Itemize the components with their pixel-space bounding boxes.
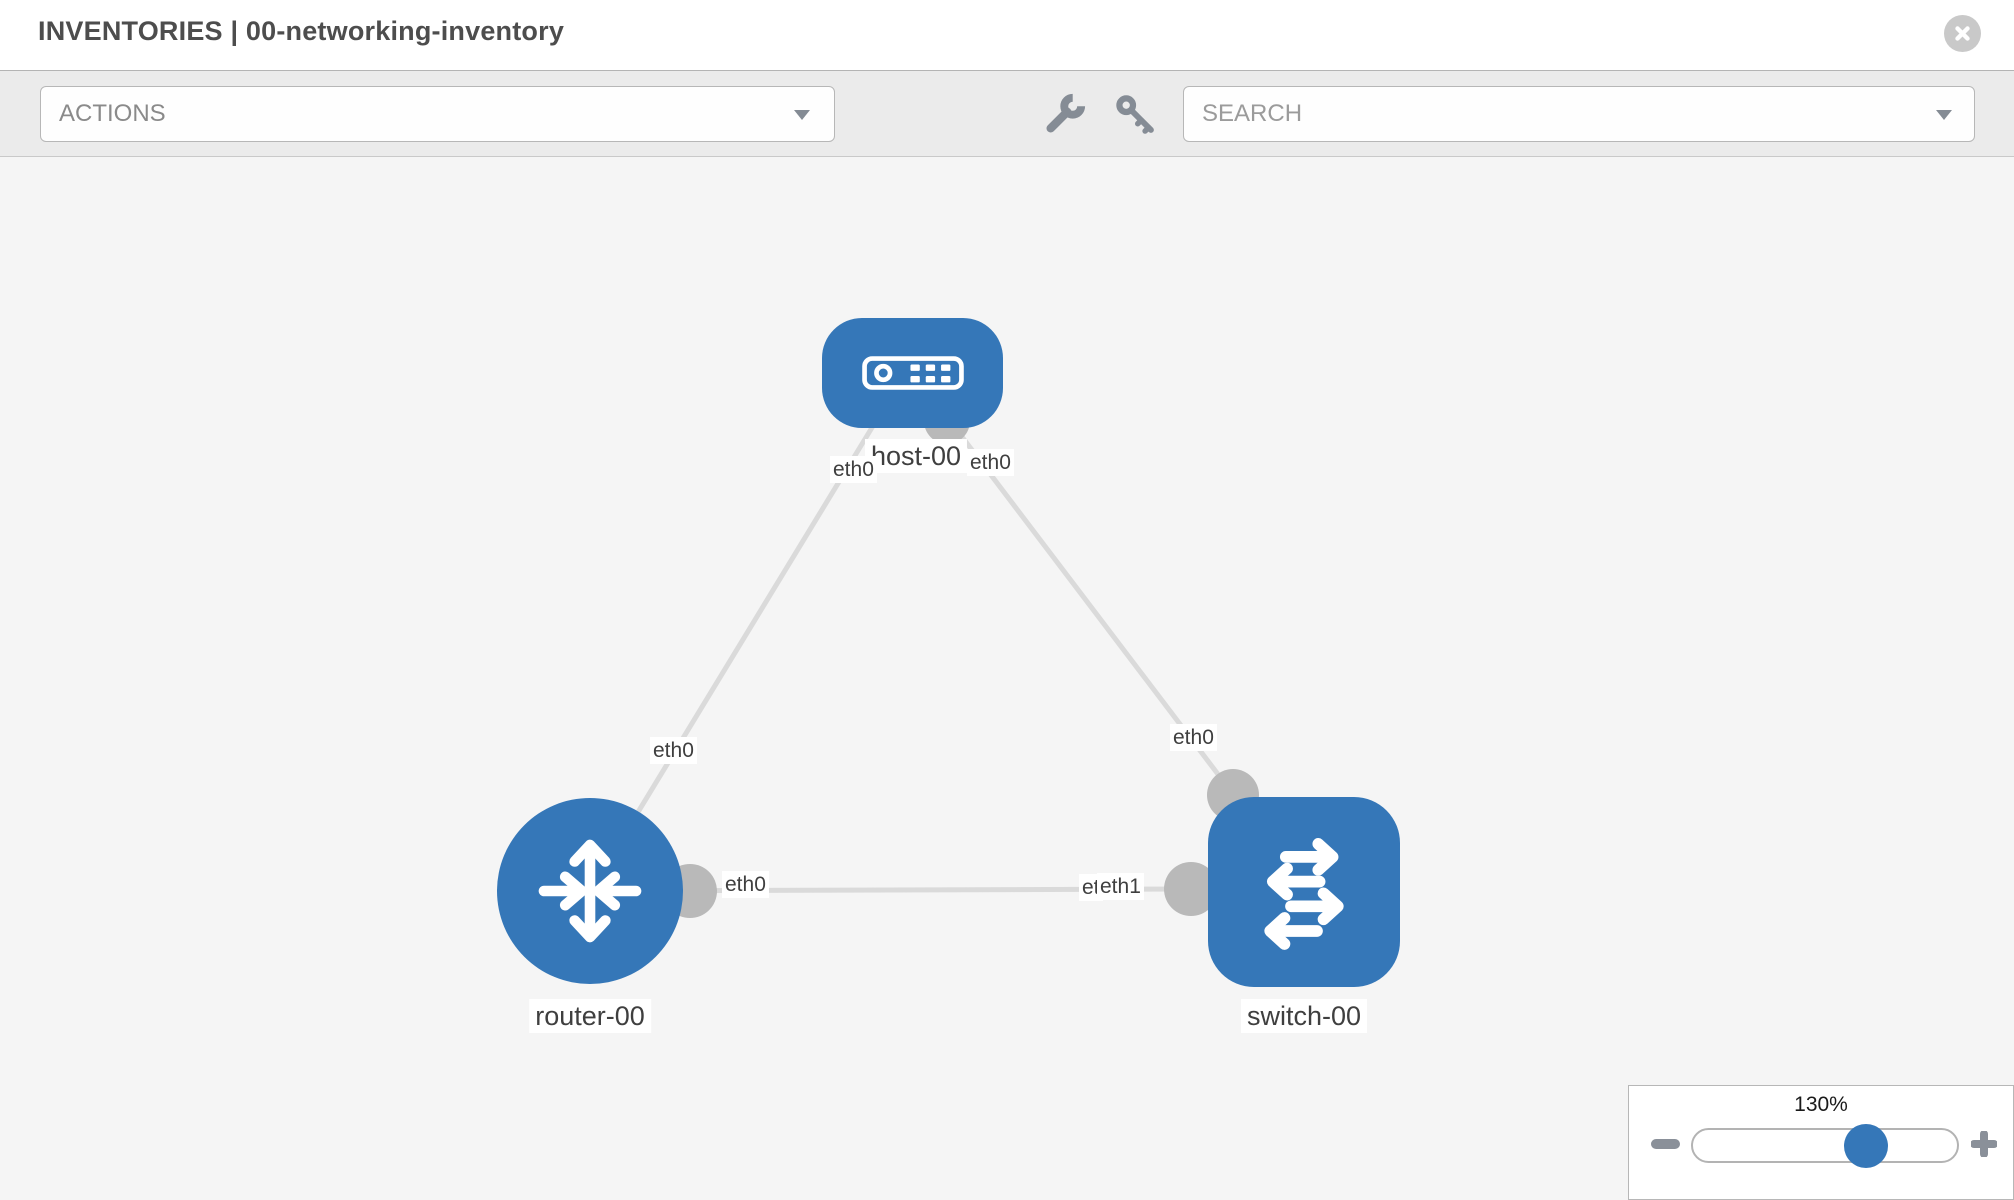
close-icon	[1955, 26, 1970, 41]
switch-icon	[1264, 838, 1344, 950]
iface-label-clipped: et	[1079, 874, 1103, 901]
tools-button[interactable]	[1038, 87, 1092, 141]
topology-canvas[interactable]: host-00 router-00 switch-00 eth0 eth0 et…	[0, 157, 2014, 1200]
node-label-switch: switch-00	[1240, 999, 1368, 1033]
wrench-icon	[1046, 93, 1086, 133]
close-button[interactable]	[1944, 15, 1981, 52]
zoom-in-button[interactable]	[1971, 1131, 1997, 1157]
node-label-host: host-00	[864, 439, 968, 473]
toolbar: ACTIONS	[0, 71, 2014, 157]
header: INVENTORIES | 00-networking-inventory	[0, 0, 2014, 71]
host-icon	[861, 356, 964, 390]
actions-dropdown-label: ACTIONS	[59, 100, 166, 127]
actions-dropdown[interactable]: ACTIONS	[40, 86, 835, 142]
node-switch-00[interactable]	[1208, 797, 1400, 987]
iface-label-switch-to-router: eth1	[1097, 873, 1144, 900]
iface-label-host-to-switch: eth0	[967, 449, 1014, 476]
iface-label-router-to-switch: eth0	[722, 871, 769, 898]
node-router-00[interactable]	[497, 798, 683, 984]
router-icon	[538, 839, 642, 943]
node-host-00[interactable]	[822, 318, 1003, 428]
search-dropdown[interactable]	[1183, 86, 1975, 142]
search-input[interactable]	[1184, 87, 1974, 141]
zoom-panel: 130%	[1628, 1085, 2014, 1200]
node-label-router: router-00	[529, 999, 651, 1033]
zoom-out-button[interactable]	[1651, 1139, 1680, 1149]
credentials-button[interactable]	[1108, 87, 1162, 141]
iface-label-router-to-host: eth0	[650, 737, 697, 764]
page-title: INVENTORIES | 00-networking-inventory	[38, 16, 565, 46]
iface-label-switch-to-host: eth0	[1170, 724, 1217, 751]
zoom-slider-thumb[interactable]	[1844, 1124, 1888, 1168]
chevron-down-icon[interactable]	[1936, 110, 1952, 120]
interface-port	[1164, 862, 1218, 916]
topology-links-layer	[587, 398, 1259, 918]
iface-label-host-to-router: eth0	[830, 456, 877, 483]
zoom-level-label: 130%	[1794, 1093, 1848, 1116]
zoom-slider[interactable]	[1691, 1124, 1959, 1168]
key-icon	[1116, 95, 1154, 134]
chevron-down-icon[interactable]	[794, 110, 810, 120]
